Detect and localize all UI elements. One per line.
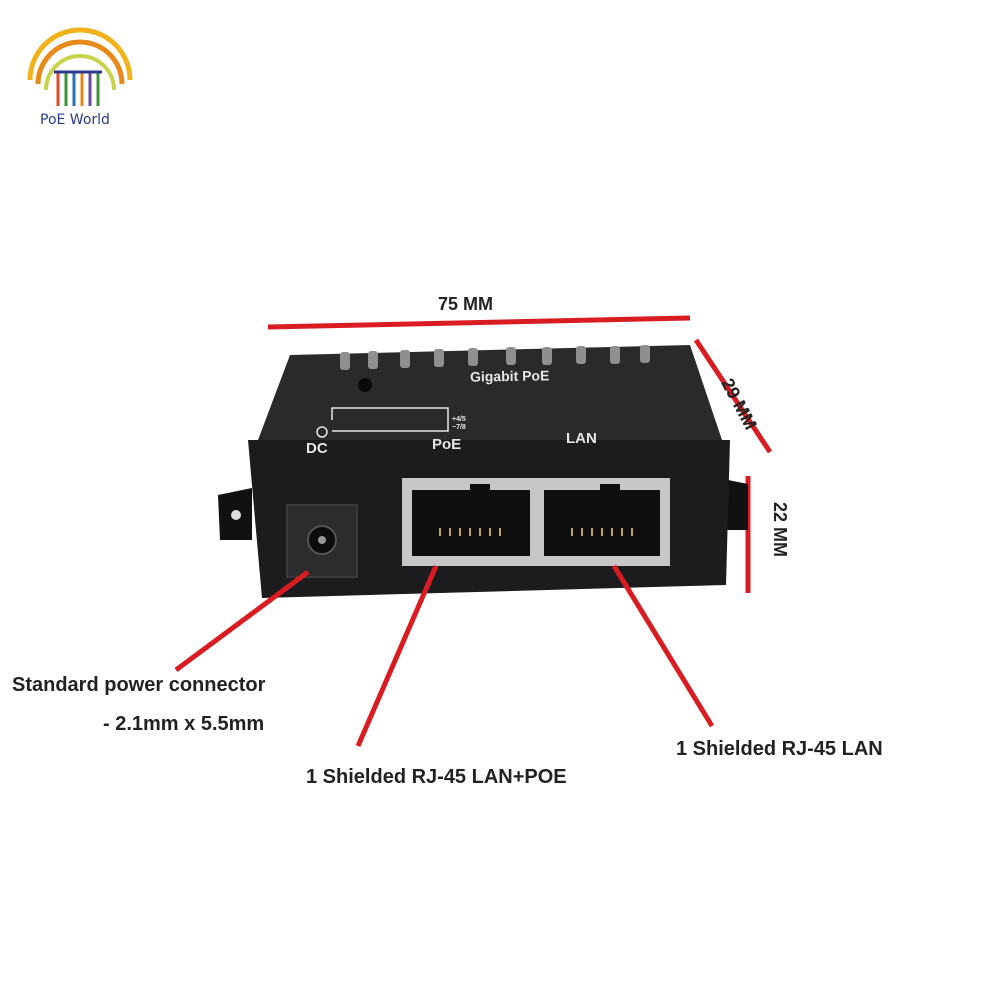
poe-injector-device (218, 345, 748, 598)
poe-callout-line (355, 565, 439, 747)
lan-callout-line (611, 564, 715, 728)
lan-port-label: LAN (566, 430, 597, 447)
height-dimension-label: 22 MM (770, 502, 790, 558)
power-connector-size-callout: - 2.1mm x 5.5mm (103, 713, 265, 735)
length-dimension-label: 75 MM (438, 294, 494, 314)
lan-port-callout: 1 Shielded RJ-45 LAN (676, 738, 883, 760)
device-model-label: Gigabit PoE (469, 367, 550, 385)
poe-world-logo (27, 27, 133, 106)
poe-port-callout: 1 Shielded RJ-45 LAN+POE (306, 766, 567, 788)
logo-text: PoE World (40, 112, 110, 128)
dc-port-label: DC (306, 440, 328, 457)
pin-plus-label: +4/5 (452, 416, 466, 423)
power-callout-line (174, 569, 310, 673)
power-connector-callout: Standard power connector (12, 674, 266, 696)
poe-port-label: PoE (432, 436, 462, 453)
length-dimension-line (267, 315, 691, 330)
width-dimension-line (693, 338, 773, 454)
pin-minus-label: −7/8 (452, 424, 466, 431)
